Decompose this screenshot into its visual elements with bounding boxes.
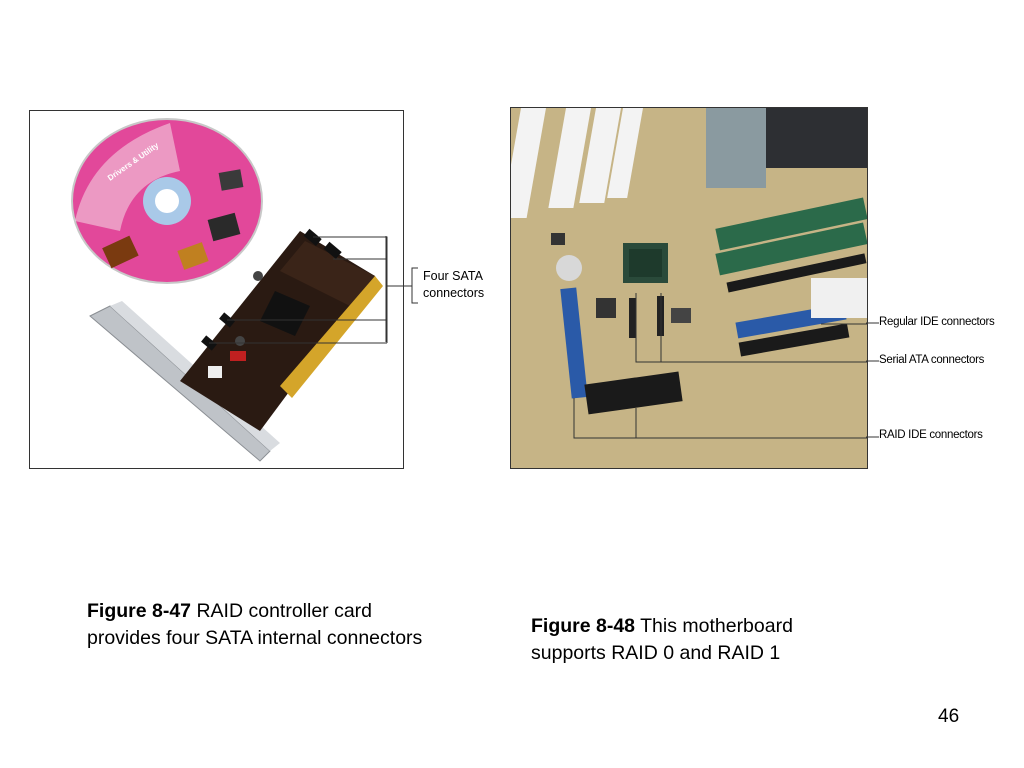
callout-line-1: Four SATA [423,269,483,283]
motherboard-callout-lines [573,293,867,439]
caption-text: This motherboard supports RAID 0 and RAI… [531,615,793,664]
raid-ide-label: RAID IDE connectors [879,429,983,441]
page-number: 46 [938,706,960,727]
serial-ata-label: Serial ATA connectors [879,354,985,366]
figure-8-48-caption: Figure 8-48 This motherboard supports RA… [531,613,861,667]
callout-line-2: connectors [423,286,485,300]
callout-lines [209,236,388,344]
motherboard-image [511,108,867,468]
four-sata-callout: Four SATA connectors [423,268,484,302]
caption-number: Figure 8-47 [87,600,192,622]
four-sata-bracket [385,236,418,342]
regular-ide-label: Regular IDE connectors [879,316,995,328]
figure-8-47-image: Drivers & Utility [29,110,404,469]
figure-8-48-image [510,107,868,469]
figure-8-47-caption: Figure 8-47 RAID controller card provide… [87,598,437,652]
caption-text: RAID controller card provides four SATA … [87,600,423,649]
driver-cd-image: Drivers & Utility [71,118,263,284]
motherboard-callout-extensions [866,322,879,438]
caption-number: Figure 8-48 [531,615,636,637]
